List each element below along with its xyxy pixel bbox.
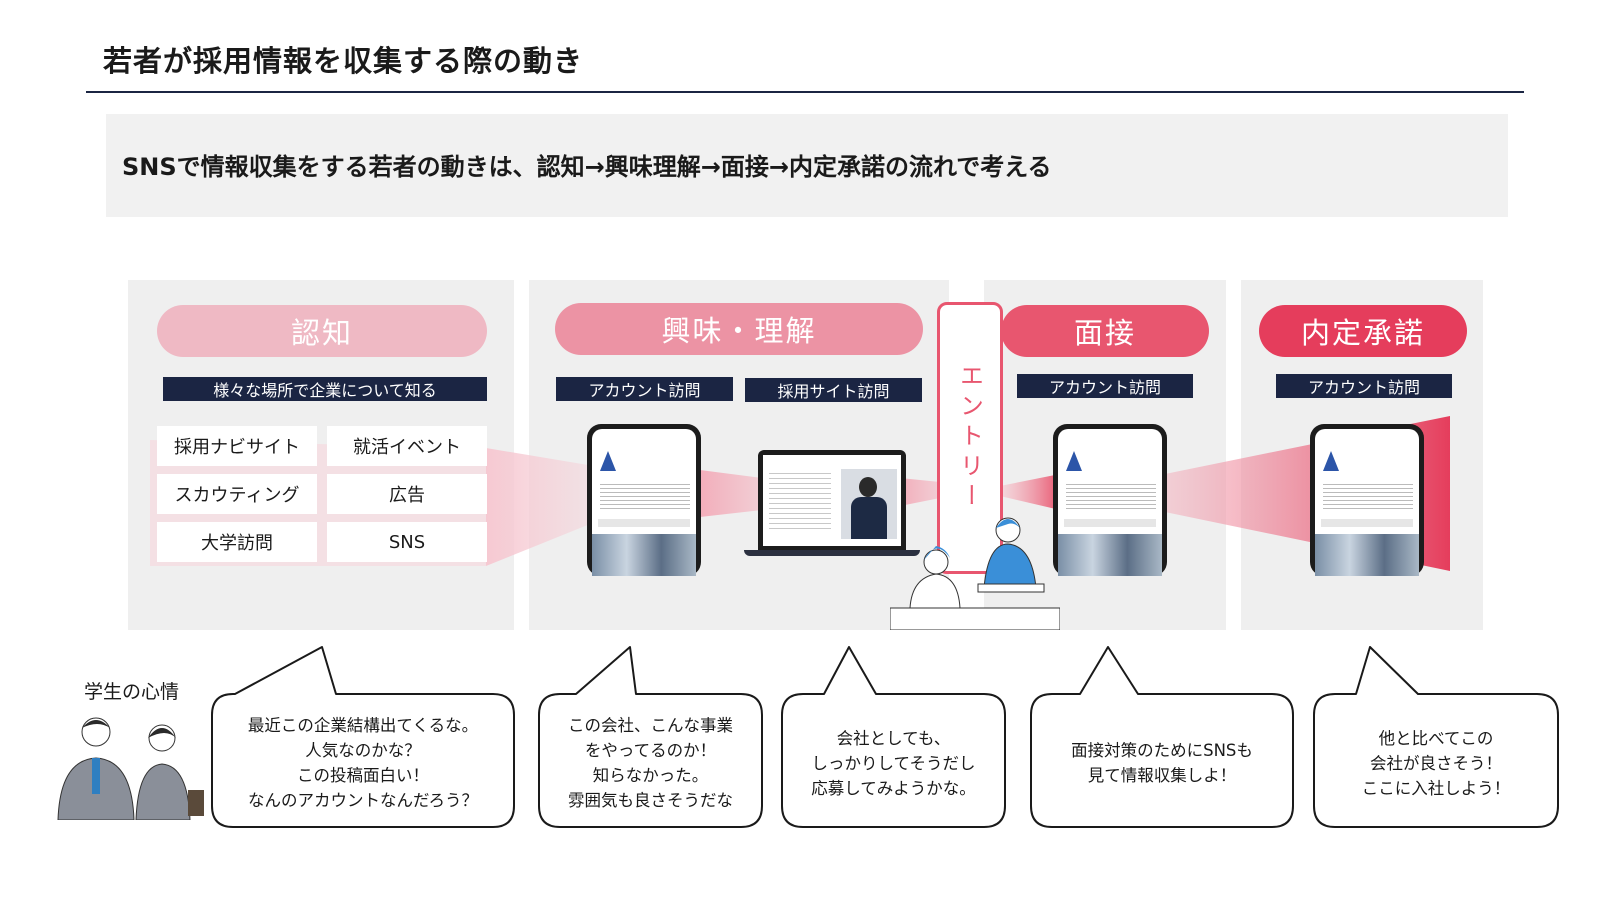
feeling-bubble-5 bbox=[1313, 646, 1559, 828]
feeling-text-awareness: 最近この企業結構出てくるな。 人気なのかな？ この投稿面白い！ なんのアカウント… bbox=[247, 716, 479, 810]
summary-text: SNSで情報収集をする若者の動きは、認知→興味理解→面接→内定承諾の流れで考える bbox=[122, 153, 1052, 181]
feeling-text-entry: 会社としても、 しっかりしてそうだし 応募してみようかな。 bbox=[811, 728, 976, 798]
smartphone-sns-account bbox=[1053, 424, 1167, 576]
page-title: 若者が採用情報を収集する際の動き bbox=[103, 44, 584, 78]
tag-recruit-site-visit: 採用サイト訪問 bbox=[745, 378, 922, 402]
source-item: 広告 bbox=[327, 474, 487, 514]
stage-awareness-pill: 認知 bbox=[157, 305, 487, 357]
source-item: 採用ナビサイト bbox=[157, 426, 317, 466]
smartphone-sns-account bbox=[587, 424, 701, 576]
tag-account-visit: アカウント訪問 bbox=[1017, 374, 1193, 398]
feeling-bubble-1 bbox=[211, 646, 515, 828]
smartphone-sns-account bbox=[1310, 424, 1424, 576]
source-item: スカウティング bbox=[157, 474, 317, 514]
stage-interest-pill: 興味・理解 bbox=[555, 303, 923, 355]
feeling-bubble-4 bbox=[1030, 646, 1294, 828]
stage-interview-pill: 面接 bbox=[1001, 305, 1209, 357]
student-feelings-label: 学生の心情 bbox=[84, 681, 180, 703]
summary-box: SNSで情報収集をする若者の動きは、認知→興味理解→面接→内定承諾の流れで考える bbox=[106, 114, 1508, 217]
title-divider bbox=[86, 91, 1524, 93]
tag-account-visit: アカウント訪問 bbox=[556, 377, 733, 401]
tag-know-company: 様々な場所で企業について知る bbox=[163, 377, 487, 401]
feeling-text-interest: この会社、こんな事業 をやってるのか！ 知らなかった。 雰囲気も良さそうだな bbox=[568, 716, 733, 810]
tag-account-visit: アカウント訪問 bbox=[1276, 374, 1452, 398]
laptop-recruit-site bbox=[758, 450, 906, 552]
feeling-text-offer: 他と比べてこの 会社が良さそう！ ここに入社しよう！ bbox=[1361, 728, 1511, 798]
students-illustration bbox=[57, 717, 204, 820]
feeling-text-interview: 面接対策のためにSNSも 見て情報収集しよ！ bbox=[1071, 741, 1253, 785]
source-item: 大学訪問 bbox=[157, 522, 317, 562]
feeling-bubble-2 bbox=[538, 646, 763, 828]
feeling-bubble-3 bbox=[781, 646, 1006, 828]
source-item: 就活イベント bbox=[327, 426, 487, 466]
source-item: SNS bbox=[327, 522, 487, 562]
stage-offer-pill: 内定承諾 bbox=[1259, 305, 1467, 357]
laptop-base bbox=[744, 550, 920, 556]
entry-marker: エントリー bbox=[937, 302, 1003, 574]
interview-illustration bbox=[890, 517, 1060, 630]
